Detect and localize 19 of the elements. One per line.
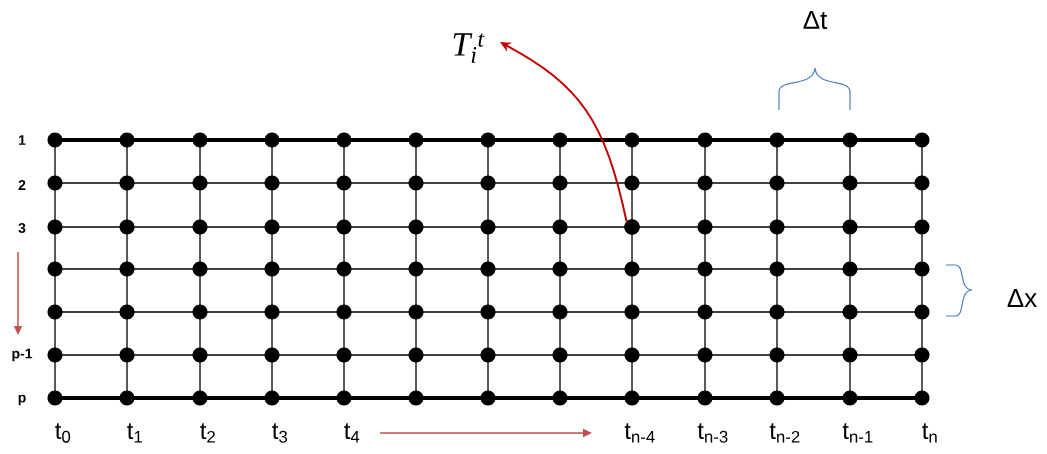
column-label: t$_{n-4}$: [624, 423, 655, 443]
grid-point: [624, 219, 640, 235]
math-label: T$_{i}$t: [453, 33, 485, 63]
step-label: Δx: [1007, 289, 1037, 307]
column-label: t$_{0}$: [55, 423, 71, 443]
column-label: t$_{4}$: [344, 423, 360, 443]
row-label: 1: [19, 135, 26, 145]
column-label: t$_{1}$: [127, 423, 142, 443]
column-label: t$_{2}$: [200, 423, 215, 443]
column-label: t$_{n}$: [922, 423, 937, 443]
column-label: t$_{n-2}$: [769, 423, 800, 443]
column-label: t$_{3}$: [272, 423, 288, 443]
step-label: Δt: [803, 10, 828, 30]
row-label: p: [18, 394, 26, 406]
column-label: t$_{n-3}$: [697, 423, 728, 443]
row-label: 3: [18, 223, 26, 233]
column-label: t$_{n-1}$: [842, 423, 873, 443]
row-label: 2: [18, 180, 26, 190]
row-label: p-1: [12, 348, 33, 362]
